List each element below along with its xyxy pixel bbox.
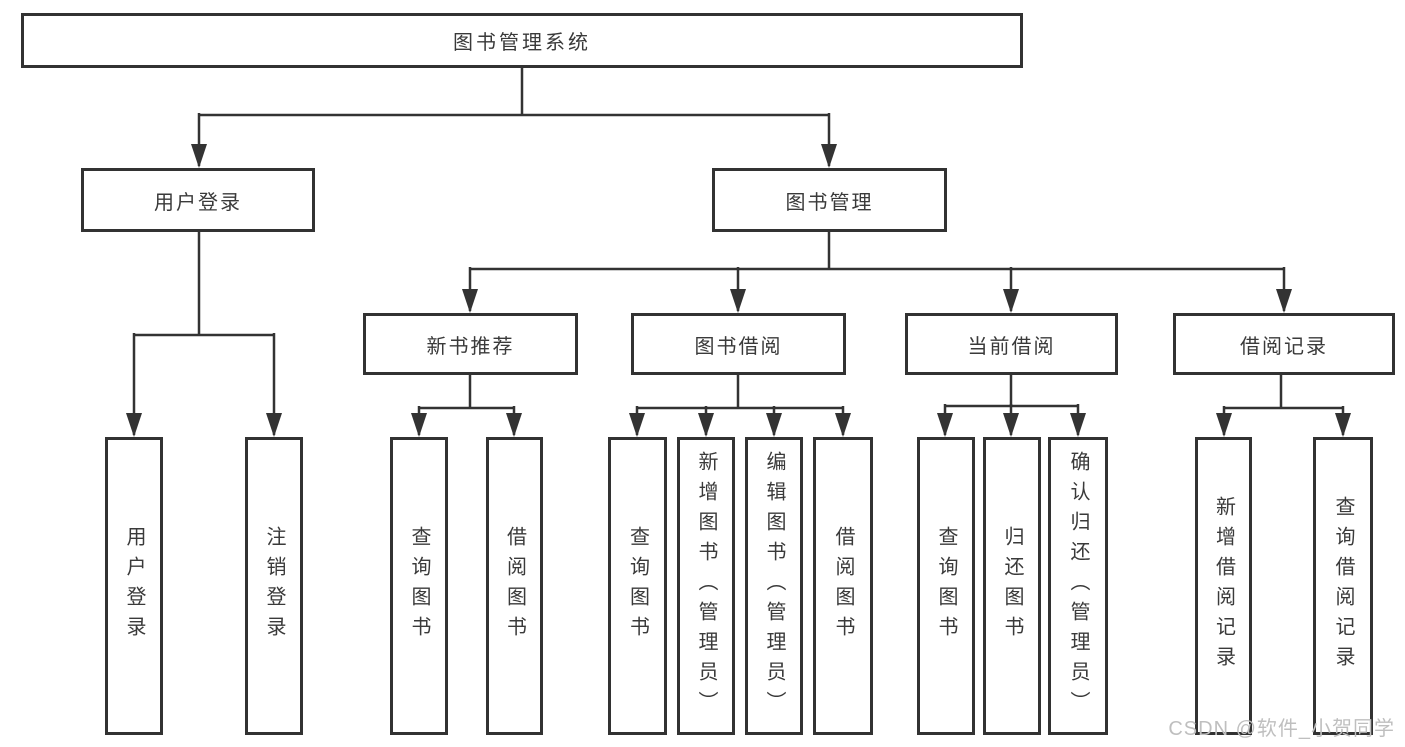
node-label: 查询借阅记录 bbox=[1332, 496, 1354, 676]
node-label: 查询图书 bbox=[626, 526, 649, 646]
node-label: 新书推荐 bbox=[426, 335, 515, 358]
node-book-borrowing: 图书借阅 bbox=[631, 313, 846, 375]
node-label: 借阅记录 bbox=[1240, 335, 1328, 358]
csdn-watermark: CSDN @软件_小贺同学 bbox=[1168, 718, 1395, 740]
leaf-query-books-2: 查询图书 bbox=[608, 437, 667, 735]
node-label: 用户登录 bbox=[154, 191, 242, 214]
node-label: 图书借阅 bbox=[694, 335, 783, 358]
node-label: 新增图书（管理员） bbox=[695, 451, 717, 721]
node-new-book-recommend: 新书推荐 bbox=[363, 313, 578, 375]
node-label: 新增借阅记录 bbox=[1212, 496, 1235, 676]
node-borrowing-records: 借阅记录 bbox=[1173, 313, 1395, 375]
leaf-edit-books-admin: 编辑图书（管理员） bbox=[745, 437, 803, 735]
leaf-user-login: 用户登录 bbox=[105, 437, 163, 735]
node-library-management-system: 图书管理系统 bbox=[21, 13, 1023, 68]
leaf-query-borrow-record: 查询借阅记录 bbox=[1313, 437, 1373, 735]
node-book-management: 图书管理 bbox=[712, 168, 947, 232]
node-label: 查询图书 bbox=[408, 526, 430, 646]
node-label: 编辑图书（管理员） bbox=[763, 451, 785, 721]
node-label: 图书管理系统 bbox=[453, 32, 591, 54]
node-label: 归还图书 bbox=[1001, 526, 1023, 646]
leaf-return-books: 归还图书 bbox=[983, 437, 1041, 735]
leaf-confirm-return-admin: 确认归还（管理员） bbox=[1048, 437, 1108, 735]
node-label: 注销登录 bbox=[263, 526, 285, 646]
node-label: 图书管理 bbox=[785, 191, 874, 214]
leaf-borrow-books-1: 借阅图书 bbox=[486, 437, 543, 735]
leaf-query-books-3: 查询图书 bbox=[917, 437, 975, 735]
node-user-login: 用户登录 bbox=[81, 168, 315, 232]
leaf-add-borrow-record: 新增借阅记录 bbox=[1195, 437, 1252, 735]
leaf-borrow-books-2: 借阅图书 bbox=[813, 437, 873, 735]
node-label: 用户登录 bbox=[123, 526, 145, 646]
node-current-borrowing: 当前借阅 bbox=[905, 313, 1118, 375]
node-label: 当前借阅 bbox=[967, 335, 1056, 358]
node-label: 查询图书 bbox=[935, 526, 957, 646]
leaf-logout: 注销登录 bbox=[245, 437, 303, 735]
node-label: 借阅图书 bbox=[832, 526, 854, 646]
leaf-query-books-1: 查询图书 bbox=[390, 437, 448, 735]
leaf-add-books-admin: 新增图书（管理员） bbox=[677, 437, 735, 735]
node-label: 确认归还（管理员） bbox=[1067, 451, 1089, 721]
node-label: 借阅图书 bbox=[503, 526, 526, 646]
